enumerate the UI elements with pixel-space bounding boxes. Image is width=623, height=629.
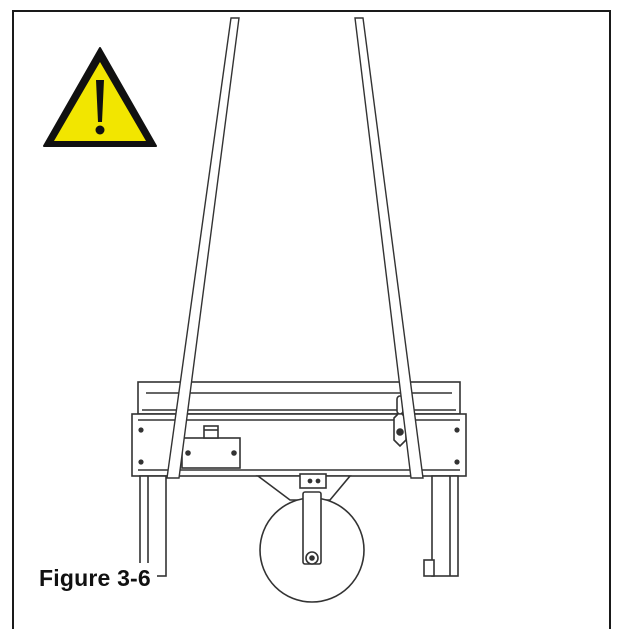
wheel-bracket (255, 473, 352, 501)
caster-wheel (259, 491, 365, 603)
machine-legs (139, 475, 459, 577)
warning-triangle-icon (43, 47, 157, 147)
control-box (181, 425, 241, 469)
figure-caption: Figure 3-6 (39, 563, 157, 594)
lifting-straps (166, 17, 424, 479)
